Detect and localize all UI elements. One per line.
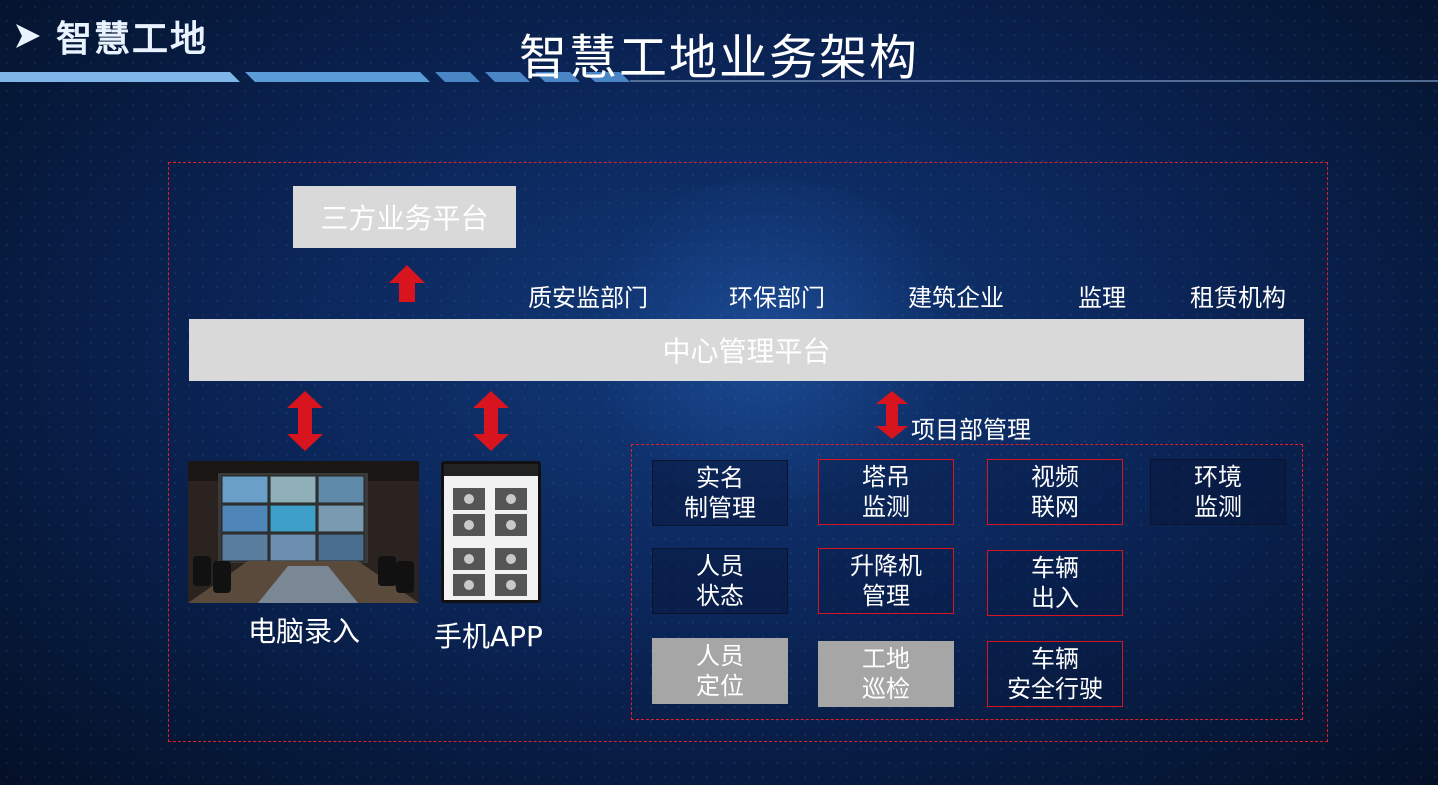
dept-construction-enterprise: 建筑企业	[908, 284, 1004, 312]
section-title: 智慧工地	[56, 19, 209, 60]
module-line2: 定位	[696, 672, 744, 700]
pc-input-label: 电脑录入	[248, 615, 361, 648]
module-line2: 状态	[696, 582, 744, 610]
third-party-platform-node: 三方业务平台	[293, 186, 516, 248]
module-line1: 工地	[862, 645, 910, 673]
module-line1: 环境	[1194, 463, 1242, 491]
control-room-photo	[188, 461, 419, 603]
module-tower-crane: 塔吊 监测	[818, 459, 954, 525]
dept-leasing: 租赁机构	[1190, 284, 1286, 312]
mobile-app-screenshot	[441, 461, 541, 603]
up-arrow-icon	[389, 265, 425, 302]
module-personnel-status: 人员 状态	[652, 548, 788, 614]
module-line1: 视频	[1031, 463, 1079, 491]
module-video-network: 视频 联网	[987, 459, 1123, 525]
double-arrow-icon	[473, 391, 509, 451]
mobile-app-label: 手机APP	[434, 620, 543, 653]
module-line2: 监测	[862, 493, 910, 521]
module-line2: 出入	[1031, 584, 1079, 612]
dept-supervision: 监理	[1078, 284, 1126, 312]
module-line1: 塔吊	[862, 463, 910, 491]
module-personnel-location: 人员 定位	[652, 638, 788, 704]
project-modules-frame	[631, 444, 1303, 720]
module-vehicle-safety: 车辆 安全行驶	[987, 641, 1123, 707]
module-vehicle-access: 车辆 出入	[987, 550, 1123, 616]
module-site-patrol: 工地 巡检	[818, 641, 954, 707]
module-line1: 车辆	[1031, 554, 1079, 582]
module-line2: 联网	[1031, 493, 1079, 521]
module-real-name: 实名 制管理	[652, 460, 788, 526]
module-elevator: 升降机 管理	[818, 548, 954, 614]
module-line1: 人员	[696, 552, 744, 580]
module-line2: 安全行驶	[1007, 675, 1103, 703]
project-mgmt-label: 项目部管理	[911, 416, 1031, 444]
module-line1: 实名	[696, 464, 744, 492]
module-line2: 管理	[862, 582, 910, 610]
double-arrow-icon	[287, 391, 323, 451]
center-platform-node: 中心管理平台	[189, 319, 1304, 381]
dept-quality-safety: 质安监部门	[528, 284, 648, 312]
chevron-right-icon	[16, 24, 40, 48]
module-environment: 环境 监测	[1150, 459, 1286, 525]
module-line2: 巡检	[862, 675, 910, 703]
module-line2: 制管理	[684, 494, 756, 522]
header-decor-bar	[0, 72, 1438, 82]
page-title: 智慧工地业务架构	[518, 30, 919, 86]
module-line1: 升降机	[850, 552, 922, 580]
double-arrow-icon	[876, 391, 908, 439]
module-line1: 人员	[696, 642, 744, 670]
dept-environment: 环保部门	[729, 284, 825, 312]
architecture-frame	[168, 162, 1328, 742]
module-line1: 车辆	[1031, 645, 1079, 673]
module-line2: 监测	[1194, 493, 1242, 521]
